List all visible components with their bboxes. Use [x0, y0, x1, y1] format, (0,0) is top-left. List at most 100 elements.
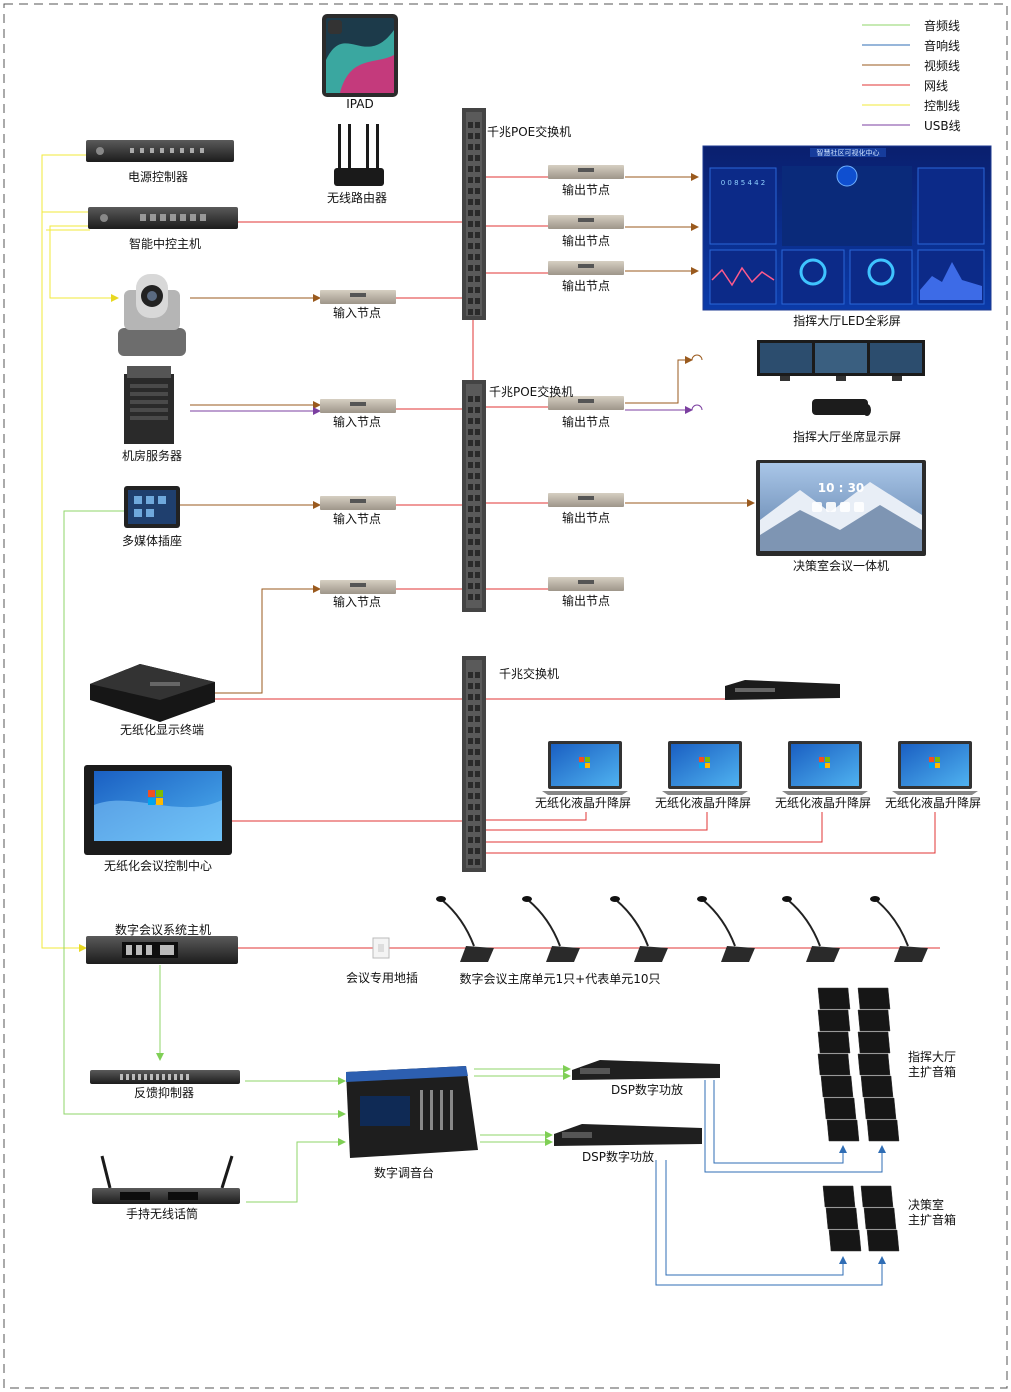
legend-label-2: 视频线: [924, 59, 961, 73]
mic-units-label: 数字会议主席单元1只+代表单元10只: [459, 972, 661, 986]
conference-mic-4: [782, 896, 840, 962]
decision-speaker-label: 决策室 主扩音箱: [908, 1198, 957, 1227]
feedback-suppressor-label: 反馈抑制器: [133, 1086, 195, 1100]
digital-mixer-icon: [346, 1066, 478, 1158]
input-node-label: 输入节点: [332, 512, 382, 526]
conference-mic-3: [697, 896, 755, 962]
meeting-panel-label: 决策室会议一体机: [792, 559, 890, 573]
gigabit-switch-icon: [462, 656, 486, 872]
handheld-mic-receiver-icon: [92, 1155, 240, 1204]
line-array-speakers: [817, 987, 900, 1252]
led-title-text: 智慧社区可视化中心: [817, 148, 880, 157]
meeting-panel-icon: 10 : 30: [756, 460, 926, 556]
legend-label-5: USB线: [924, 119, 961, 133]
legend-label-4: 控制线: [924, 99, 961, 113]
seat-display-label: 指挥大厅坐席显示屏: [792, 430, 902, 444]
speaker-3: [860, 1185, 900, 1252]
hall-speaker-label: 指挥大厅 主扩音箱: [908, 1050, 957, 1079]
dsp-amp-1-icon: [572, 1060, 720, 1080]
conference-host-label: 数字会议系统主机: [114, 923, 212, 937]
input-node-label: 输入节点: [332, 595, 382, 609]
server-label: 机房服务器: [121, 449, 183, 463]
legend-label-0: 音频线: [924, 19, 961, 33]
av-nodes: [320, 165, 624, 594]
paperless-control-center-icon: [84, 765, 232, 855]
dsp-amp-2-icon: [554, 1124, 702, 1146]
poe-switch-1-label: 千兆POE交换机: [487, 125, 572, 139]
paperless-terminal-icon: [90, 664, 215, 722]
lcd-lift-label-4: 无纸化液晶升降屏: [884, 796, 982, 810]
av-node-0: [320, 290, 396, 304]
output-node-label: 输出节点: [561, 594, 611, 608]
lcd-lift-label-1: 无纸化液晶升降屏: [534, 796, 632, 810]
handheld-mic-label: 手持无线话筒: [125, 1207, 199, 1221]
speaker-1: [857, 987, 900, 1142]
av-node-6: [548, 261, 624, 275]
paperless-control-center-label: 无纸化会议控制中心: [103, 859, 213, 873]
av-node-8: [548, 493, 624, 507]
output-node-label: 输出节点: [561, 415, 611, 429]
legend: [862, 24, 910, 126]
panel-clock: 10 : 30: [818, 481, 865, 495]
input-node-label: 输入节点: [332, 415, 382, 429]
speaker-lines: [655, 1080, 886, 1286]
output-node-label: 输出节点: [561, 279, 611, 293]
ipad-label: IPAD: [346, 97, 374, 111]
router-label: 无线路由器: [326, 191, 388, 205]
central-controller-label: 智能中控主机: [128, 237, 202, 251]
legend-label-1: 音响线: [924, 39, 961, 53]
av-node-2: [320, 496, 396, 510]
input-node-label: 输入节点: [332, 306, 382, 320]
seat-display-monitors-icon: [757, 340, 925, 416]
av-node-7: [548, 396, 624, 410]
floor-socket-label: 会议专用地插: [345, 971, 419, 985]
laptop-3: [892, 741, 978, 795]
led-counter-text: 0 0 8 5 4 4 2: [721, 179, 766, 187]
led-screen-label: 指挥大厅LED全彩屏: [793, 314, 901, 328]
output-node-label: 输出节点: [561, 183, 611, 197]
paperless-terminal-label: 无纸化显示终端: [119, 723, 205, 737]
usb-lines: [190, 404, 703, 415]
conference-mics: [436, 896, 928, 962]
conference-mic-5: [870, 896, 928, 962]
laptop-1: [662, 741, 748, 795]
conference-host-icon: [86, 936, 238, 964]
dsp-amp-2-label: DSP数字功放: [581, 1150, 655, 1164]
diagram-frame: [3, 3, 1008, 1389]
media-socket-label: 多媒体插座: [121, 534, 183, 548]
dsp-amp-1-label: DSP数字功放: [610, 1083, 684, 1097]
av-node-5: [548, 215, 624, 229]
feedback-suppressor-icon: [90, 1070, 240, 1084]
conference-mic-0: [436, 896, 494, 962]
conference-mic-2: [610, 896, 668, 962]
poe-switch-1-icon: [462, 108, 486, 320]
power-controller-icon: [86, 140, 234, 162]
led-screen-icon: 智慧社区可视化中心 0 0 8 5 4 4 2: [702, 145, 992, 311]
ptz-camera-icon: [118, 274, 186, 356]
keyboard-icon: [812, 399, 871, 416]
central-controller-icon: [88, 207, 238, 229]
mixer-label: 数字调音台: [373, 1166, 435, 1180]
output-node-label: 输出节点: [561, 511, 611, 525]
laptop-0: [542, 741, 628, 795]
poe-switch-2-icon: [462, 380, 486, 612]
lcd-lift-label-3: 无纸化液晶升降屏: [774, 796, 872, 810]
av-node-3: [320, 580, 396, 594]
output-node-label: 输出节点: [561, 234, 611, 248]
gigabit-switch-label: 千兆交换机: [499, 667, 560, 681]
lcd-lift-screens: [542, 741, 978, 795]
conference-mic-1: [522, 896, 580, 962]
router-icon: [334, 124, 384, 186]
legend-label-3: 网线: [924, 79, 949, 93]
media-socket-icon: [124, 486, 180, 528]
ipad-icon: [322, 14, 398, 97]
av-node-1: [320, 399, 396, 413]
server-icon: [124, 366, 174, 444]
poe-switch-2-label: 千兆POE交换机: [489, 385, 574, 399]
power-controller-label: 电源控制器: [127, 170, 189, 184]
speaker-0: [817, 987, 860, 1142]
network-lines: [215, 176, 940, 949]
video-lines: [180, 173, 755, 694]
lcd-lift-label-2: 无纸化液晶升降屏: [654, 796, 752, 810]
